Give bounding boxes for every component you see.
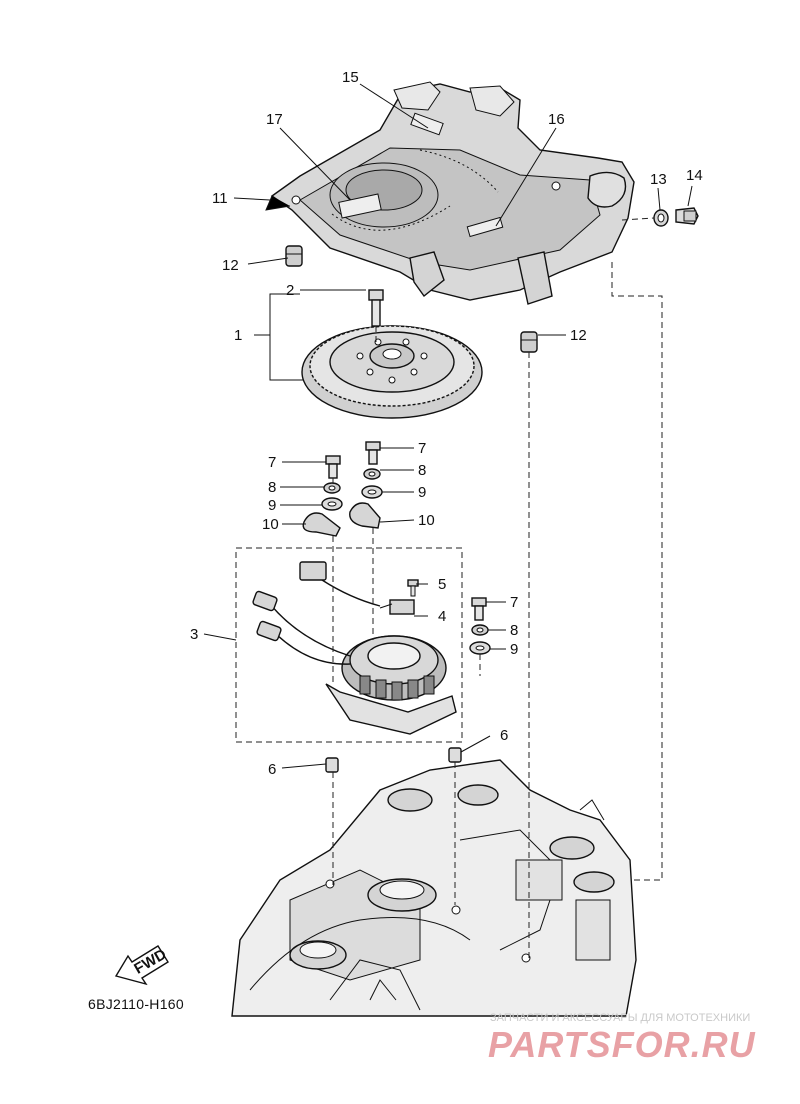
callout-8-left: 8 <box>268 479 276 496</box>
flywheel <box>301 325 483 419</box>
callout-8-right: 8 <box>510 622 518 639</box>
flywheel-bolt <box>368 289 384 327</box>
assembly-lines <box>332 217 663 960</box>
flywheel-cover <box>265 81 635 305</box>
callout-2: 2 <box>286 282 294 299</box>
callout-17: 17 <box>266 111 283 128</box>
callout-9-right: 9 <box>510 641 518 658</box>
callout-13: 13 <box>650 171 667 188</box>
lock-washer-left <box>323 482 341 494</box>
callout-7-center: 7 <box>418 440 426 457</box>
washer-center <box>361 485 383 499</box>
pulser-coil <box>379 599 415 615</box>
lock-washer-center <box>363 468 381 480</box>
callout-7-left: 7 <box>268 454 276 471</box>
callout-leaders <box>203 83 693 769</box>
diagram-code: 6BJ2110-H160 <box>88 996 184 1012</box>
grommet-left <box>285 245 303 267</box>
callout-16: 16 <box>548 111 565 128</box>
callout-12-right: 12 <box>570 327 587 344</box>
callout-14: 14 <box>686 167 703 184</box>
callout-4: 4 <box>438 608 446 625</box>
grommet-right <box>520 331 538 353</box>
bolt-left <box>325 455 341 479</box>
callout-12-left: 12 <box>222 257 239 274</box>
callout-7-right: 7 <box>510 594 518 611</box>
watermark-logo: PARTSFOR.RU <box>488 1024 756 1065</box>
bolt-center <box>365 441 381 465</box>
bolt-right <box>471 597 487 621</box>
callout-9-center: 9 <box>418 484 426 501</box>
callout-11: 11 <box>212 190 228 207</box>
callout-5: 5 <box>438 576 446 593</box>
clamp-left <box>302 512 341 537</box>
stator-coil <box>325 635 457 735</box>
washer-left <box>321 497 343 511</box>
callout-10-left: 10 <box>262 516 279 533</box>
watermark-caption: ЗАПЧАСТИ И АКСЕССУАРЫ ДЛЯ МОТОТЕХНИКИ <box>490 1012 751 1024</box>
callout-3: 3 <box>190 626 198 643</box>
callout-1: 1 <box>234 327 242 344</box>
cover-bolt <box>675 207 699 225</box>
washer-right <box>469 641 491 655</box>
callout-6-left: 6 <box>268 761 276 778</box>
fwd-arrow-icon: FWD <box>114 945 170 986</box>
callout-15: 15 <box>342 69 359 86</box>
engine-block <box>231 759 637 1017</box>
clamp-center <box>349 502 381 529</box>
collar-washer <box>653 209 669 227</box>
lead-wires <box>252 561 381 665</box>
stator-screw <box>407 579 419 597</box>
dowel-pin-right <box>448 747 462 763</box>
callout-numbers: 15 17 16 11 13 14 12 12 2 1 7 7 8 8 9 9 … <box>190 69 703 778</box>
callout-8-center: 8 <box>418 462 426 479</box>
callout-9-left: 9 <box>268 497 276 514</box>
callout-10-center: 10 <box>418 512 435 529</box>
callout-6-right: 6 <box>500 727 508 744</box>
dowel-pin-left <box>325 757 339 773</box>
lock-washer-right <box>471 624 489 636</box>
stator-assembly-box <box>235 547 463 743</box>
